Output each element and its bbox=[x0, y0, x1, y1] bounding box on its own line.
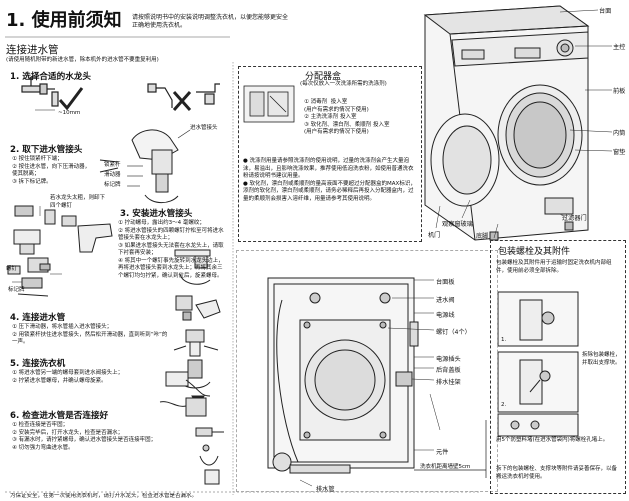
label-inner-drum: 内筒 bbox=[613, 130, 626, 137]
step3-item: ② 将进水管接头的四颗螺钉拧松至可将进水管接头套在水龙头上； bbox=[118, 227, 224, 242]
label-door: 机门 bbox=[428, 232, 441, 239]
rear-label-power-cord: 电源线 bbox=[436, 312, 455, 319]
step4-title: 4. 连接进水管 bbox=[10, 313, 66, 323]
rear-view-frame bbox=[236, 250, 498, 492]
dispenser-subtitle: (每次仅放入一次洗涤所需的洗涤剂) bbox=[300, 81, 387, 87]
step5-item: ② 拧紧进水管螺母，并确认螺母旋紧。 bbox=[12, 377, 107, 384]
dim-label: ~10mm bbox=[58, 110, 81, 116]
step1-title: 1. 选择合适的水龙头 bbox=[10, 72, 91, 82]
label-top-panel: 台面 bbox=[599, 8, 612, 15]
faucet-note: 若水龙头太粗，则卸下四个螺钉 bbox=[50, 195, 106, 209]
dispenser-item: ② 主洗洗涤剂 投入室 bbox=[304, 114, 357, 120]
rear-label-back-cover: 后背盖板 bbox=[436, 367, 461, 374]
dispenser-title: 分配器盒 bbox=[305, 72, 342, 82]
label-front-panel: 前板 bbox=[613, 88, 626, 95]
dispenser-box bbox=[238, 66, 422, 242]
wall-distance-note: 洗衣机距离墙壁5cm bbox=[420, 464, 471, 470]
washing-machine-front-illustration bbox=[423, 5, 590, 241]
dispenser-item: (用户有需求的情况下使用) bbox=[304, 129, 369, 135]
rear-label-drain-hanger: 排水挂架 bbox=[436, 379, 461, 386]
step5-title: 5. 连接洗衣机 bbox=[10, 359, 66, 369]
washing-machine-rear-illustration bbox=[267, 277, 419, 474]
dispenser-note: ● 洗涤剂用量请参照洗涤剂的使用说明，过量的洗涤剂会产生大量泡沫，易溢出，且影响… bbox=[243, 158, 414, 179]
label-lock-lever: 锁紧杆 bbox=[104, 162, 121, 168]
step6-item: ① 检查连接是否牢固； bbox=[12, 422, 69, 428]
connector-hand-illustration bbox=[99, 129, 179, 204]
inlet-footer: 为保证安全，在第一次使用洗衣机时，请打开水龙头，检查进水管是否漏水。 bbox=[10, 493, 198, 499]
inlet-note: (请使用随机附带的新进水管，除本机外的进水管不要重复利用) bbox=[6, 57, 159, 63]
dispenser-note: ● 软化剂，漂白剂或柔顺剂的量高液面不要超过分配器盒的MAX标识，添剂的软化剂，… bbox=[243, 180, 416, 202]
dispenser-item: ① 消毒剂 投入室 bbox=[304, 99, 348, 105]
faucet-good-icon bbox=[21, 77, 59, 107]
label-screw: 螺钉 bbox=[6, 266, 18, 272]
step6-illustration bbox=[195, 427, 224, 485]
transit-box bbox=[490, 240, 626, 494]
step6-list: ① 检查连接是否牢固； ② 安装完毕后，打开水龙头，检查是否漏水； ③ 有漏水时… bbox=[12, 422, 192, 452]
step4-illustration bbox=[173, 329, 219, 407]
step5-list: ① 将进水管另一端的螺母套到进水阀接头上； ② 拧紧进水管螺母，并确认螺母旋紧。 bbox=[12, 370, 162, 385]
rear-label-inlet-valve: 进水阀 bbox=[436, 297, 455, 304]
transit-step2-text: 拆除包装螺栓，并取出支撑块。 bbox=[582, 352, 621, 366]
transit-step1-num: 1. bbox=[501, 337, 507, 343]
label-main-control: 主控 bbox=[613, 44, 626, 51]
step3-item: ④ 将其中一个螺钉事先旋转到水龙头边上，再将进水管接头套到水龙头上；再将其余三个… bbox=[118, 257, 224, 279]
step2-title: 2. 取下进水管接头 bbox=[10, 145, 83, 155]
step6-item: ④ 切勿强力弯曲进水管。 bbox=[12, 444, 74, 451]
step2-list: ① 按住锁紧杆下端； ② 按住进水管，向下压滑动器，使其脱离； ③ 拆下标记牌。 bbox=[12, 156, 92, 186]
rear-label-plug: 电源插头 bbox=[436, 356, 461, 363]
step2-item: ③ 拆下标记牌。 bbox=[12, 178, 52, 185]
rear-label-component: 元件 bbox=[436, 449, 449, 456]
step2-item: ② 按住进水管，向下压滑动器，使其脱离； bbox=[12, 163, 91, 178]
label-foot: 底脚 bbox=[476, 233, 489, 240]
label-window-glass: 观察窗玻璃 bbox=[442, 221, 473, 228]
transit-title: 包装螺栓及其附件 bbox=[498, 247, 571, 257]
rear-label-screws: 螺钉（4个） bbox=[436, 329, 471, 336]
label-inlet-joint: 进水管接头 bbox=[190, 125, 218, 131]
check-icon bbox=[58, 87, 84, 111]
step6-item: ③ 有漏水时，请拧紧螺母，确认进水管接头是否连接牢固； bbox=[12, 437, 157, 443]
page-title: 1. 使用前须知 bbox=[6, 10, 122, 31]
dispenser-notes: ● 洗涤剂用量请参照洗涤剂的使用说明，过量的洗涤剂会产生大量泡沫，易溢出，且影响… bbox=[243, 158, 417, 203]
header-note: 请按照说明书中的安装说明调整洗衣机，以便您能够更安全正确地使用洗衣机。 bbox=[132, 14, 289, 29]
label-tag: 标记牌 bbox=[104, 182, 121, 188]
dispenser-items: ① 消毒剂 投入室 (用户有需求的情况下使用) ② 主洗洗涤剂 投入室 ③ 软化… bbox=[304, 99, 416, 137]
transit-desc: 包装螺栓及其附件用于运输时固定洗衣机内部组件，使用前必须全部拆除。 bbox=[496, 260, 612, 274]
rear-label-top: 台面板 bbox=[436, 279, 455, 286]
step3-list: ① 拧动螺母，露出约3～4 毫螺纹； ② 将进水管接头的四颗螺钉拧松至可将进水管… bbox=[118, 220, 226, 280]
step4-item: ② 用锁紧杆扶住进水管接头，然后松开滑动器，直到听到“咔”的一声。 bbox=[12, 331, 168, 346]
transit-step2-num: 2. bbox=[501, 402, 507, 408]
step2-item: ① 按住锁紧杆下端； bbox=[12, 156, 63, 162]
rear-label-drain-hose: 排水管 bbox=[316, 486, 335, 493]
label-mark: 标记牌 bbox=[8, 287, 25, 293]
inlet-heading: 连接进水管 bbox=[6, 44, 59, 56]
dispenser-item: ③ 软化剂、漂白剂、柔顺剂 投入室 bbox=[304, 121, 390, 128]
step3-item: ① 拧动螺母，露出约3～4 毫螺纹； bbox=[118, 220, 205, 226]
transit-step3-text: 用5个防塑料堵(在进水管袋内)将螺栓孔堵上。 bbox=[496, 437, 609, 443]
step6-item: ② 安装完毕后，打开水龙头，检查是否漏水； bbox=[12, 429, 124, 436]
label-window-gasket: 窗垫 bbox=[613, 149, 626, 156]
step4-item: ① 压下滑动器，将水管插入进水管接头； bbox=[12, 324, 113, 330]
step3-illustration bbox=[174, 249, 221, 321]
step5-item: ① 将进水管另一端的螺母套到进水阀接头上； bbox=[12, 370, 124, 376]
cross-icon bbox=[172, 91, 192, 111]
transit-bolt-illustrations bbox=[497, 291, 579, 437]
faucet-bad-icon bbox=[147, 83, 220, 108]
label-filter-door: 过滤器门 bbox=[562, 215, 587, 222]
dispenser-drawer-illustration bbox=[243, 85, 295, 123]
step5-illustration bbox=[159, 371, 211, 417]
step3-title: 3. 安装进水管接头 bbox=[120, 209, 193, 219]
label-slider: 滑动器 bbox=[104, 172, 121, 178]
dispenser-item: (用户有需求的情况下使用) bbox=[304, 106, 369, 113]
step6-title: 6. 检查进水管是否连接好 bbox=[10, 411, 109, 421]
connector-exploded-illustration bbox=[7, 205, 113, 297]
step4-list: ① 压下滑动器，将水管插入进水管接头； ② 用锁紧杆扶住进水管接头，然后松开滑动… bbox=[12, 324, 172, 347]
step3-item: ③ 如果进水管接头无法套在水龙头上，请取下衬套再安装； bbox=[118, 242, 224, 257]
transit-bottom-text: 拆下的包装螺栓、支撑块等附件请妥善保存，以备搬运洗衣机时使用。 bbox=[496, 466, 618, 480]
